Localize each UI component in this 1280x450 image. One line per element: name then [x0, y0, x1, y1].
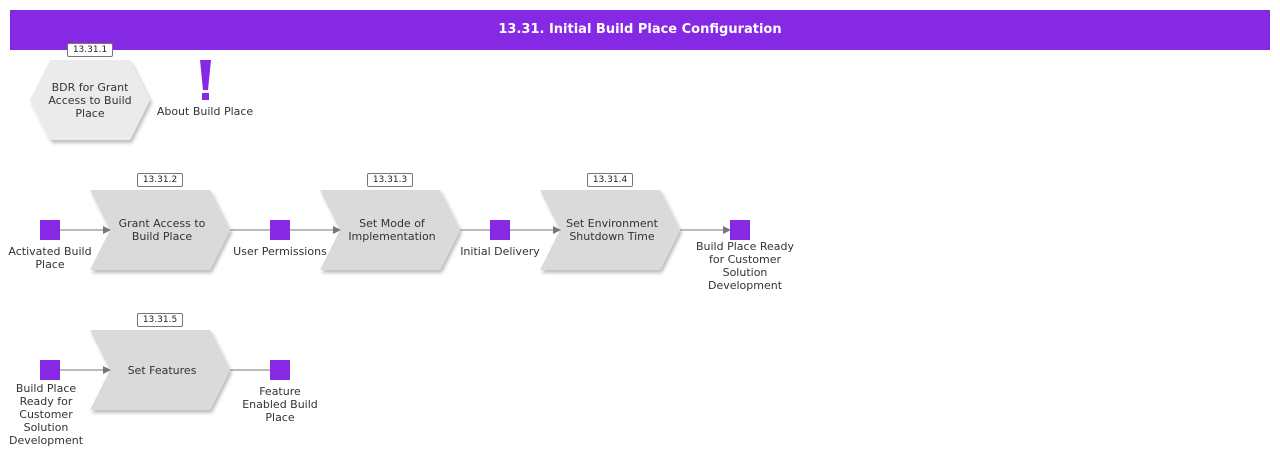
process-shape-grant-access[interactable]	[90, 190, 230, 270]
start-event-build-place-ready[interactable]	[40, 360, 60, 380]
event-initial-delivery[interactable]	[490, 220, 510, 240]
step-number-badge: 13.31.4	[587, 173, 633, 187]
step-number-badge: 13.31.5	[137, 313, 183, 327]
step-label-set-shutdown: Set Environment Shutdown Time	[566, 217, 658, 243]
start-event-label: Build Place Ready for Customer Solution …	[8, 382, 84, 447]
process-shape-set-shutdown[interactable]	[540, 190, 680, 270]
step-number-badge: 13.31.2	[137, 173, 183, 187]
event-user-permissions[interactable]	[270, 220, 290, 240]
event-label-initial-delivery: Initial Delivery	[460, 245, 540, 258]
bdr-label: BDR for Grant Access to Build Place	[48, 80, 132, 120]
bdr-hexagon-shape[interactable]	[30, 60, 150, 140]
end-event-label: Build Place Ready for Customer Solution …	[695, 240, 794, 292]
start-event-label: Activated Build Place	[8, 245, 92, 271]
step-label-set-mode: Set Mode of Implementation	[348, 217, 436, 243]
bdr-number-badge: 13.31.1	[67, 43, 113, 57]
end-event-build-place-ready[interactable]	[730, 220, 750, 240]
event-label-user-permissions: User Permissions	[233, 245, 327, 258]
step-number-badge: 13.31.3	[367, 173, 413, 187]
process-shape-set-features[interactable]	[90, 330, 230, 410]
step-label-set-features: Set Features	[127, 363, 197, 377]
start-event-activated-build-place[interactable]	[40, 220, 60, 240]
about-build-place-label: About Build Place	[156, 105, 254, 118]
process-shape-set-mode[interactable]	[320, 190, 460, 270]
diagram-title: 13.31. Initial Build Place Configuration	[10, 10, 1270, 50]
step-label-grant-access: Grant Access to Build Place	[118, 217, 206, 243]
exclamation-icon[interactable]	[200, 60, 211, 100]
end-event-feature-enabled[interactable]	[270, 360, 290, 380]
end-event-label: Feature Enabled Build Place	[242, 385, 318, 424]
